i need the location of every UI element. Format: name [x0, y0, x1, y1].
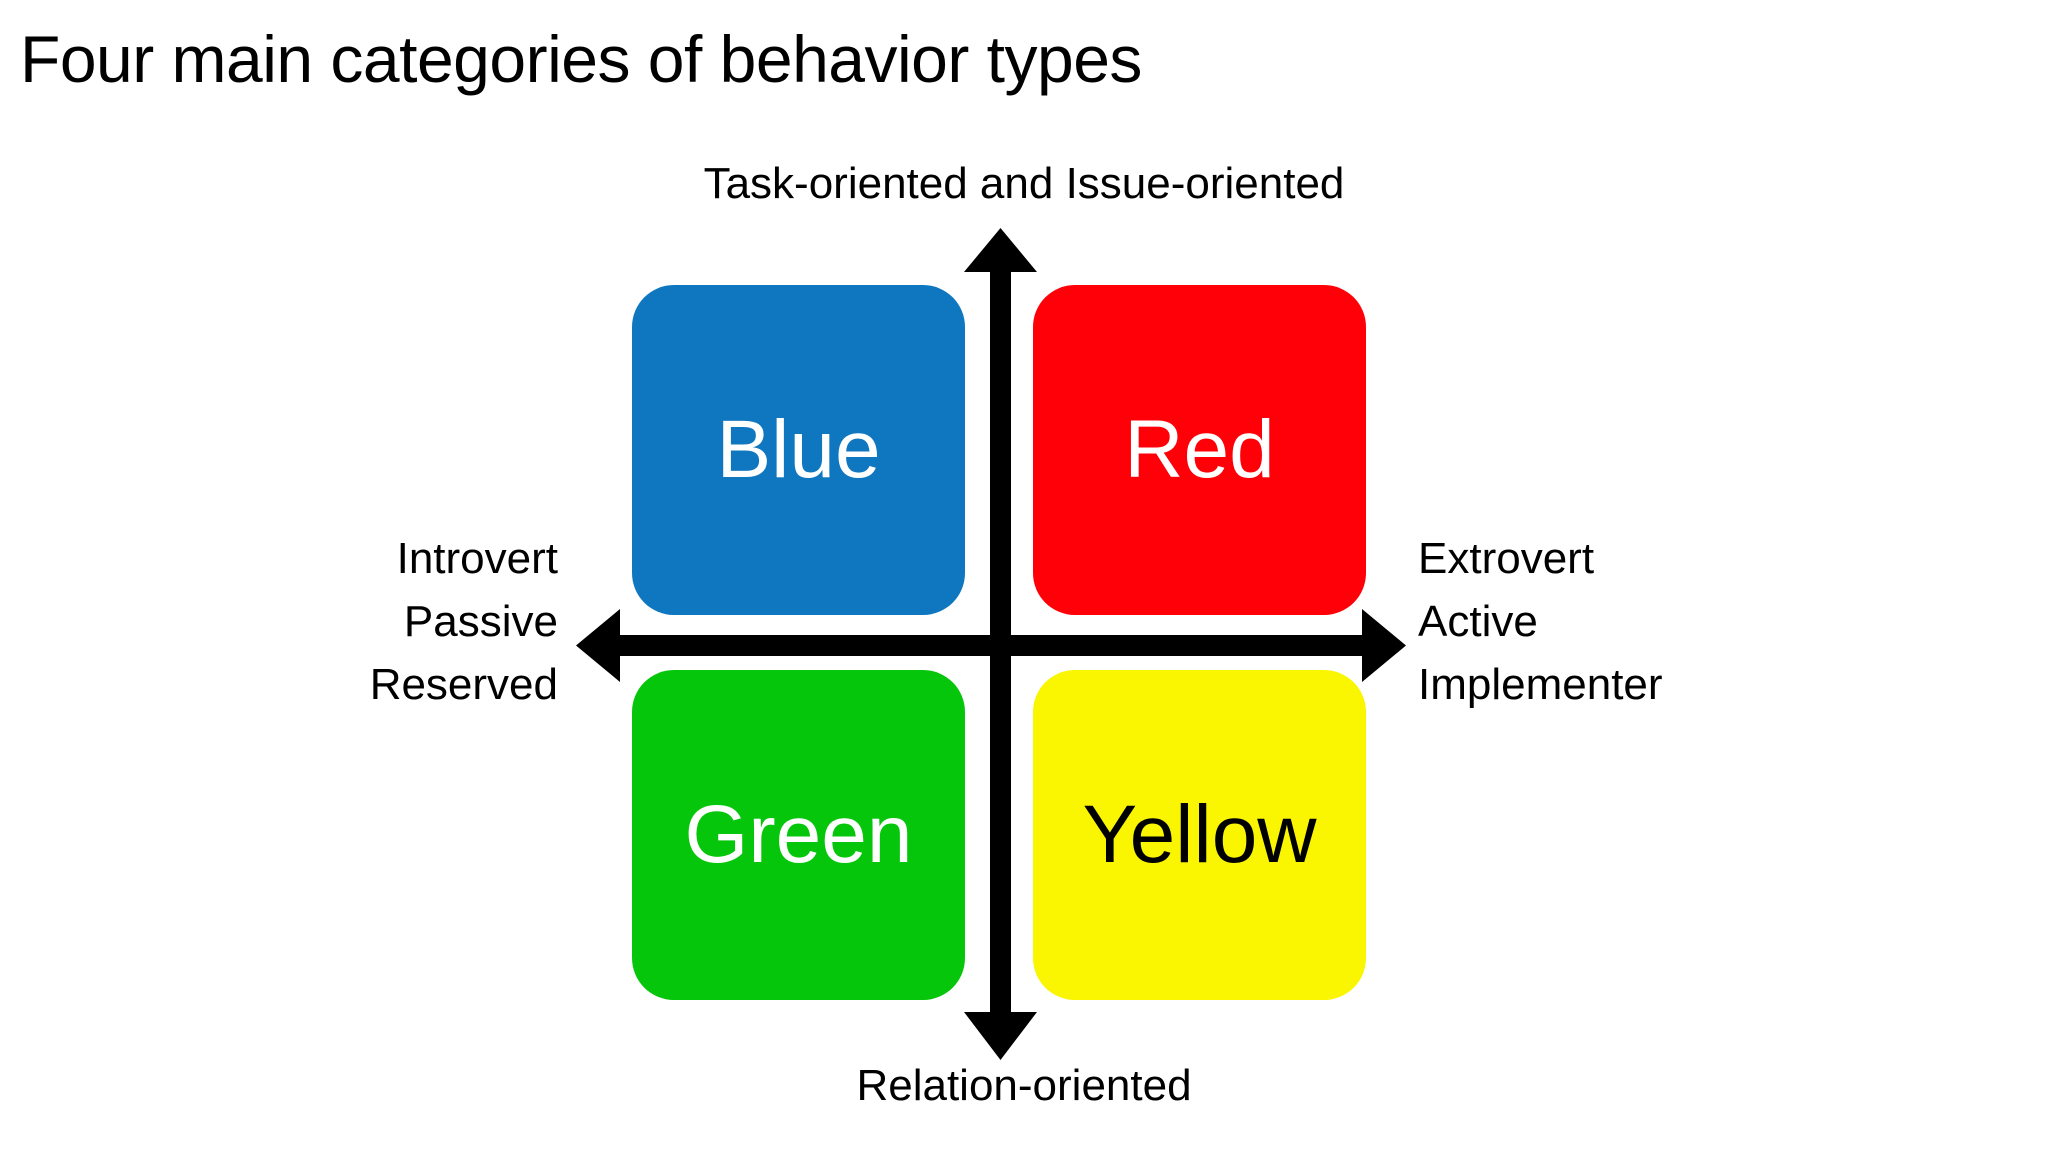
axis-label-top: Task-oriented and Issue-oriented	[0, 160, 2048, 208]
quadrant-red-label: Red	[1124, 404, 1275, 495]
axis-label-left-introvert: Introvert	[396, 534, 558, 583]
axis-arrow-down-icon	[964, 1012, 1037, 1060]
quadrant-blue[interactable]: Blue	[632, 285, 965, 615]
axis-label-left-reserved: Reserved	[369, 660, 558, 709]
axis-label-left-group: Introvert Passive Reserved	[370, 527, 558, 716]
axis-arrow-left-icon	[576, 609, 620, 682]
axis-label-top-text: Task-oriented and Issue-oriented	[703, 159, 1345, 208]
quadrant-green-label: Green	[684, 789, 913, 880]
quadrant-green[interactable]: Green	[632, 670, 965, 1000]
axis-label-right-active: Active	[1418, 597, 1538, 646]
page-title: Four main categories of behavior types	[20, 22, 1142, 96]
axis-label-right-extrovert: Extrovert	[1418, 534, 1595, 583]
vertical-axis-line	[990, 248, 1011, 1020]
axis-label-bottom-text: Relation-oriented	[856, 1061, 1192, 1110]
quadrant-blue-label: Blue	[716, 404, 881, 495]
axis-label-left-passive: Passive	[403, 597, 558, 646]
axis-arrow-up-icon	[964, 228, 1037, 272]
quadrant-yellow-label: Yellow	[1082, 789, 1317, 880]
axis-label-right-implementer: Implementer	[1418, 660, 1663, 709]
horizontal-axis-line	[596, 635, 1386, 656]
axis-label-bottom: Relation-oriented	[0, 1062, 2048, 1110]
quadrant-red[interactable]: Red	[1033, 285, 1366, 615]
axis-arrow-right-icon	[1362, 609, 1406, 682]
quadrant-yellow[interactable]: Yellow	[1033, 670, 1366, 1000]
axis-label-right-group: Extrovert Active Implementer	[1418, 527, 1663, 716]
